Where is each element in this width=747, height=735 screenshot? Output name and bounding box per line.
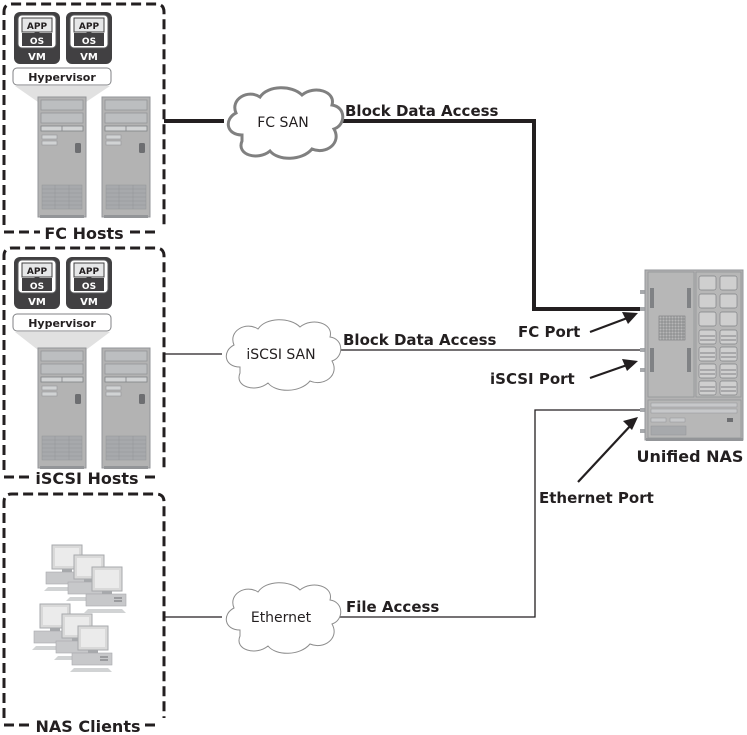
app-label: APP <box>27 267 48 277</box>
arrowhead-icon <box>623 417 638 430</box>
vm-icon: APP OS VM <box>13 11 61 65</box>
app-label: APP <box>27 22 48 32</box>
nas-clients-group: NAS Clients <box>2 492 166 735</box>
iscsi-link-label: Block Data Access <box>343 331 497 349</box>
iscsi-link <box>164 349 640 355</box>
iscsi-port-label: iSCSI Port <box>490 370 575 388</box>
fc-port-callout: FC Port <box>518 312 638 341</box>
iscsi-san-cloud: iSCSI SAN <box>225 319 342 391</box>
hypervisor-bar: Hypervisor <box>12 67 112 86</box>
fc-hosts-group: FC Hosts APP OS VM APP OS VM Hypervisor <box>2 2 166 243</box>
fc-san-label: FC SAN <box>257 115 308 131</box>
server-icon <box>37 347 87 470</box>
ethernet-link-label: File Access <box>346 598 439 616</box>
hypervisor-projection <box>15 332 110 350</box>
iscsi-hosts-group: iSCSI Hosts APP OS VM APP OS VM Hypervis… <box>2 246 166 488</box>
vm-label: VM <box>28 297 46 308</box>
hypervisor-bar: Hypervisor <box>12 313 112 332</box>
app-label: APP <box>79 267 100 277</box>
ethernet-link <box>164 409 640 618</box>
ethernet-label: Ethernet <box>251 610 312 626</box>
hypervisor-label: Hypervisor <box>28 317 96 330</box>
ethernet-cloud: Ethernet <box>225 582 342 654</box>
ethernet-port-callout: Ethernet Port <box>539 417 654 507</box>
arrowhead-icon <box>622 359 638 371</box>
fc-san-cloud: FC SAN <box>226 86 345 160</box>
vm-icon: APP OS VM <box>65 11 113 65</box>
fc-link-label: Block Data Access <box>345 102 499 120</box>
nas-clients-label: NAS Clients <box>36 717 141 735</box>
server-icon <box>101 96 151 219</box>
vm-label: VM <box>80 52 98 63</box>
hypervisor-label: Hypervisor <box>28 71 96 84</box>
os-label: OS <box>82 282 96 292</box>
fc-port-label: FC Port <box>518 323 580 341</box>
vm-label: VM <box>80 297 98 308</box>
iscsi-port-callout: iSCSI Port <box>490 359 638 388</box>
unified-nas-icon <box>640 269 744 441</box>
fc-link <box>164 119 640 311</box>
ethernet-port-label: Ethernet Port <box>539 489 654 507</box>
os-label: OS <box>30 37 44 47</box>
server-icon <box>37 96 87 219</box>
vm-label: VM <box>28 52 46 63</box>
disk-array <box>698 275 738 396</box>
app-label: APP <box>79 22 100 32</box>
vm-icon: APP OS VM <box>13 256 61 310</box>
iscsi-san-label: iSCSI SAN <box>246 347 315 363</box>
os-label: OS <box>82 37 96 47</box>
os-label: OS <box>30 282 44 292</box>
server-icon <box>101 347 151 470</box>
iscsi-hosts-label: iSCSI Hosts <box>35 469 138 488</box>
fc-hosts-label: FC Hosts <box>44 224 123 243</box>
unified-nas-label: Unified NAS <box>637 447 744 466</box>
arrowhead-icon <box>622 312 638 324</box>
vm-icon: APP OS VM <box>65 256 113 310</box>
